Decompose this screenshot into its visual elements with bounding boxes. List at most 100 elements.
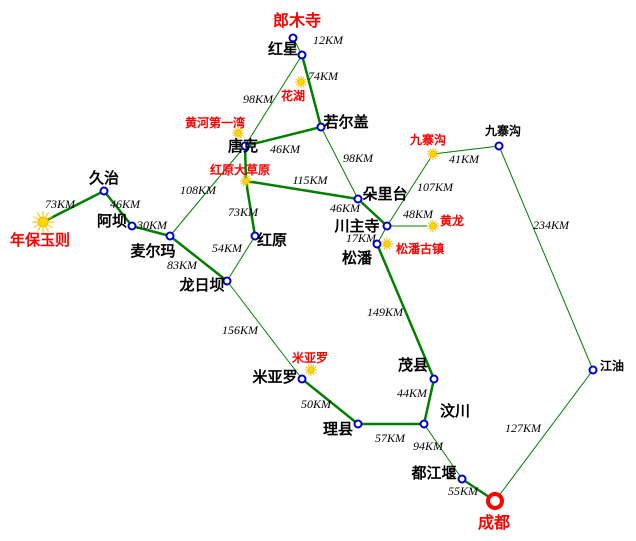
- place-label-duolitai: 朵里台: [362, 185, 407, 203]
- sun-star-icon[interactable]: [32, 211, 54, 233]
- sun-star-icon[interactable]: [240, 175, 252, 187]
- place-label-jiangyou: 江油: [600, 358, 624, 373]
- road-distance-label: 12KM: [313, 33, 344, 47]
- town-marker-hongxing[interactable]: [297, 50, 307, 60]
- road-distance-label: 44KM: [397, 386, 428, 400]
- road-distance-label: 107KM: [417, 180, 454, 194]
- road-distance-label: 46KM: [270, 142, 301, 156]
- place-label-aba: 阿坝: [97, 212, 127, 230]
- town-marker-dujiangyan[interactable]: [457, 474, 467, 484]
- place-label-huanglong: 黄龙: [440, 213, 464, 228]
- road-distance-label: 54KM: [212, 241, 243, 255]
- road-hongxing-tangke: [244, 54, 303, 147]
- road-wenchuan-maoxian: [422, 378, 436, 425]
- place-label-nianbao: 年保玉则: [10, 231, 70, 249]
- road-tangke-maierma: [169, 145, 246, 237]
- place-label-lixian: 理县: [323, 420, 353, 438]
- road-distance-label: 98KM: [343, 151, 374, 165]
- sun-star-icon[interactable]: [305, 364, 317, 376]
- town-marker-wenchuan[interactable]: [419, 419, 429, 429]
- town-marker-miyaluo[interactable]: [297, 374, 307, 384]
- town-marker-songpan[interactable]: [372, 239, 382, 249]
- road-distance-label: 48KM: [403, 207, 434, 221]
- road-distance-label: 50KM: [301, 397, 332, 411]
- road-duolitai-chuanzhusi: [357, 198, 388, 227]
- road-jiuzhi-aba: [103, 190, 133, 227]
- place-label-maoxian: 茂县: [398, 356, 428, 374]
- place-label-songpan_old: 松潘古镇: [396, 241, 444, 256]
- place-label-chengdu: 成都: [478, 513, 510, 532]
- road-distance-label: 74KM: [308, 69, 339, 83]
- town-marker-langmusi[interactable]: [288, 33, 298, 43]
- sun-star-icon[interactable]: [232, 127, 244, 139]
- road-distance-label: 73KM: [228, 205, 259, 219]
- sun-star-icon[interactable]: [427, 148, 439, 160]
- road-distance-label: 127KM: [505, 421, 542, 435]
- road-distance-label: 46KM: [110, 197, 141, 211]
- place-label-jiuzhai: 九寨沟: [484, 123, 521, 138]
- road-maierma-longriba: [169, 235, 228, 282]
- place-label-miyaluo: 米亚罗: [252, 368, 297, 386]
- road-longriba-miyaluo: [226, 280, 303, 380]
- place-label-hongxing: 红星: [268, 40, 298, 58]
- town-marker-jiuzhai[interactable]: [494, 141, 504, 151]
- place-label-songpan: 松潘: [342, 249, 373, 267]
- road-distance-label: 98KM: [243, 92, 274, 106]
- road-distance-label: 94KM: [413, 439, 444, 453]
- town-marker-ruoergai[interactable]: [316, 122, 326, 132]
- road-hongyuan-longriba: [226, 235, 256, 282]
- sun-star-icon[interactable]: [427, 220, 439, 232]
- town-marker-maoxian[interactable]: [429, 374, 439, 384]
- road-distance-label: 149KM: [367, 305, 404, 319]
- road-distance-label: 46KM: [330, 201, 361, 215]
- town-marker-chuanzhusi[interactable]: [382, 221, 392, 231]
- place-label-langmusi: 郎木寺: [273, 11, 321, 30]
- road-chuanzhusi-jiuzhai_scenic: [386, 153, 434, 227]
- road-distance-label: 234KM: [533, 218, 570, 232]
- road-distance-label: 55KM: [448, 484, 479, 498]
- sun-star-icon[interactable]: [381, 238, 393, 250]
- road-distance-label: 73KM: [45, 197, 76, 211]
- road-jiuzhai_scenic-jiuzhai: [432, 145, 500, 155]
- town-marker-jiuzhi[interactable]: [99, 186, 109, 196]
- road-jiuzhi-nianbao: [42, 189, 105, 224]
- place-label-tangke: 唐克: [228, 137, 258, 155]
- city-marker-chengdu[interactable]: [486, 492, 504, 510]
- town-marker-hongyuan[interactable]: [250, 231, 260, 241]
- place-label-huahu: 花湖: [281, 88, 305, 103]
- road-tangke-ruoergai: [244, 125, 322, 148]
- place-label-dujiangyan: 都江堰: [410, 464, 456, 482]
- town-marker-maierma[interactable]: [165, 231, 175, 241]
- road-maoxian-songpan: [375, 243, 436, 380]
- road-ruoergai-duolitai: [320, 126, 359, 200]
- place-label-miyaluo_scenic: 米亚罗: [292, 350, 328, 365]
- road-distance-label: 41KM: [449, 152, 480, 166]
- town-marker-tangke[interactable]: [240, 141, 250, 151]
- town-marker-longriba[interactable]: [222, 276, 232, 286]
- road-distance-label: 17KM: [346, 231, 377, 245]
- town-marker-jiangyou[interactable]: [588, 365, 598, 375]
- place-label-hongyuan: 红原: [257, 231, 287, 249]
- place-label-maierma: 麦尔玛: [130, 242, 175, 260]
- town-marker-lixian[interactable]: [353, 419, 363, 429]
- town-marker-duolitai[interactable]: [353, 194, 363, 204]
- place-label-jiuzhi: 久治: [89, 169, 119, 187]
- road-tangke-hongyuan: [243, 145, 257, 237]
- road-miyaluo-lixian: [301, 378, 359, 425]
- roads-layer: [42, 37, 594, 503]
- town-marker-aba[interactable]: [127, 221, 137, 231]
- place-label-wenchuan: 汶川: [440, 402, 470, 420]
- sun-star-icon[interactable]: [295, 76, 307, 88]
- place-label-chuanzhusi: 川主寺: [333, 217, 379, 235]
- road-distance-label: 156KM: [222, 323, 259, 337]
- road-jiuzhai-jiangyou: [498, 145, 594, 371]
- road-hongyuan_grass-duolitai: [245, 179, 359, 201]
- places-layer: [32, 33, 598, 510]
- place-label-huanghe: 黄河第一湾: [185, 115, 245, 130]
- place-label-jiuzhai_scenic: 九寨沟: [409, 132, 446, 147]
- place-label-ruoergai: 若尔盖: [322, 113, 368, 131]
- road-distance-label: 30KM: [136, 218, 168, 232]
- road-wenchuan-dujiangyan: [423, 423, 463, 480]
- place-label-longriba: 龙日坝: [178, 276, 224, 294]
